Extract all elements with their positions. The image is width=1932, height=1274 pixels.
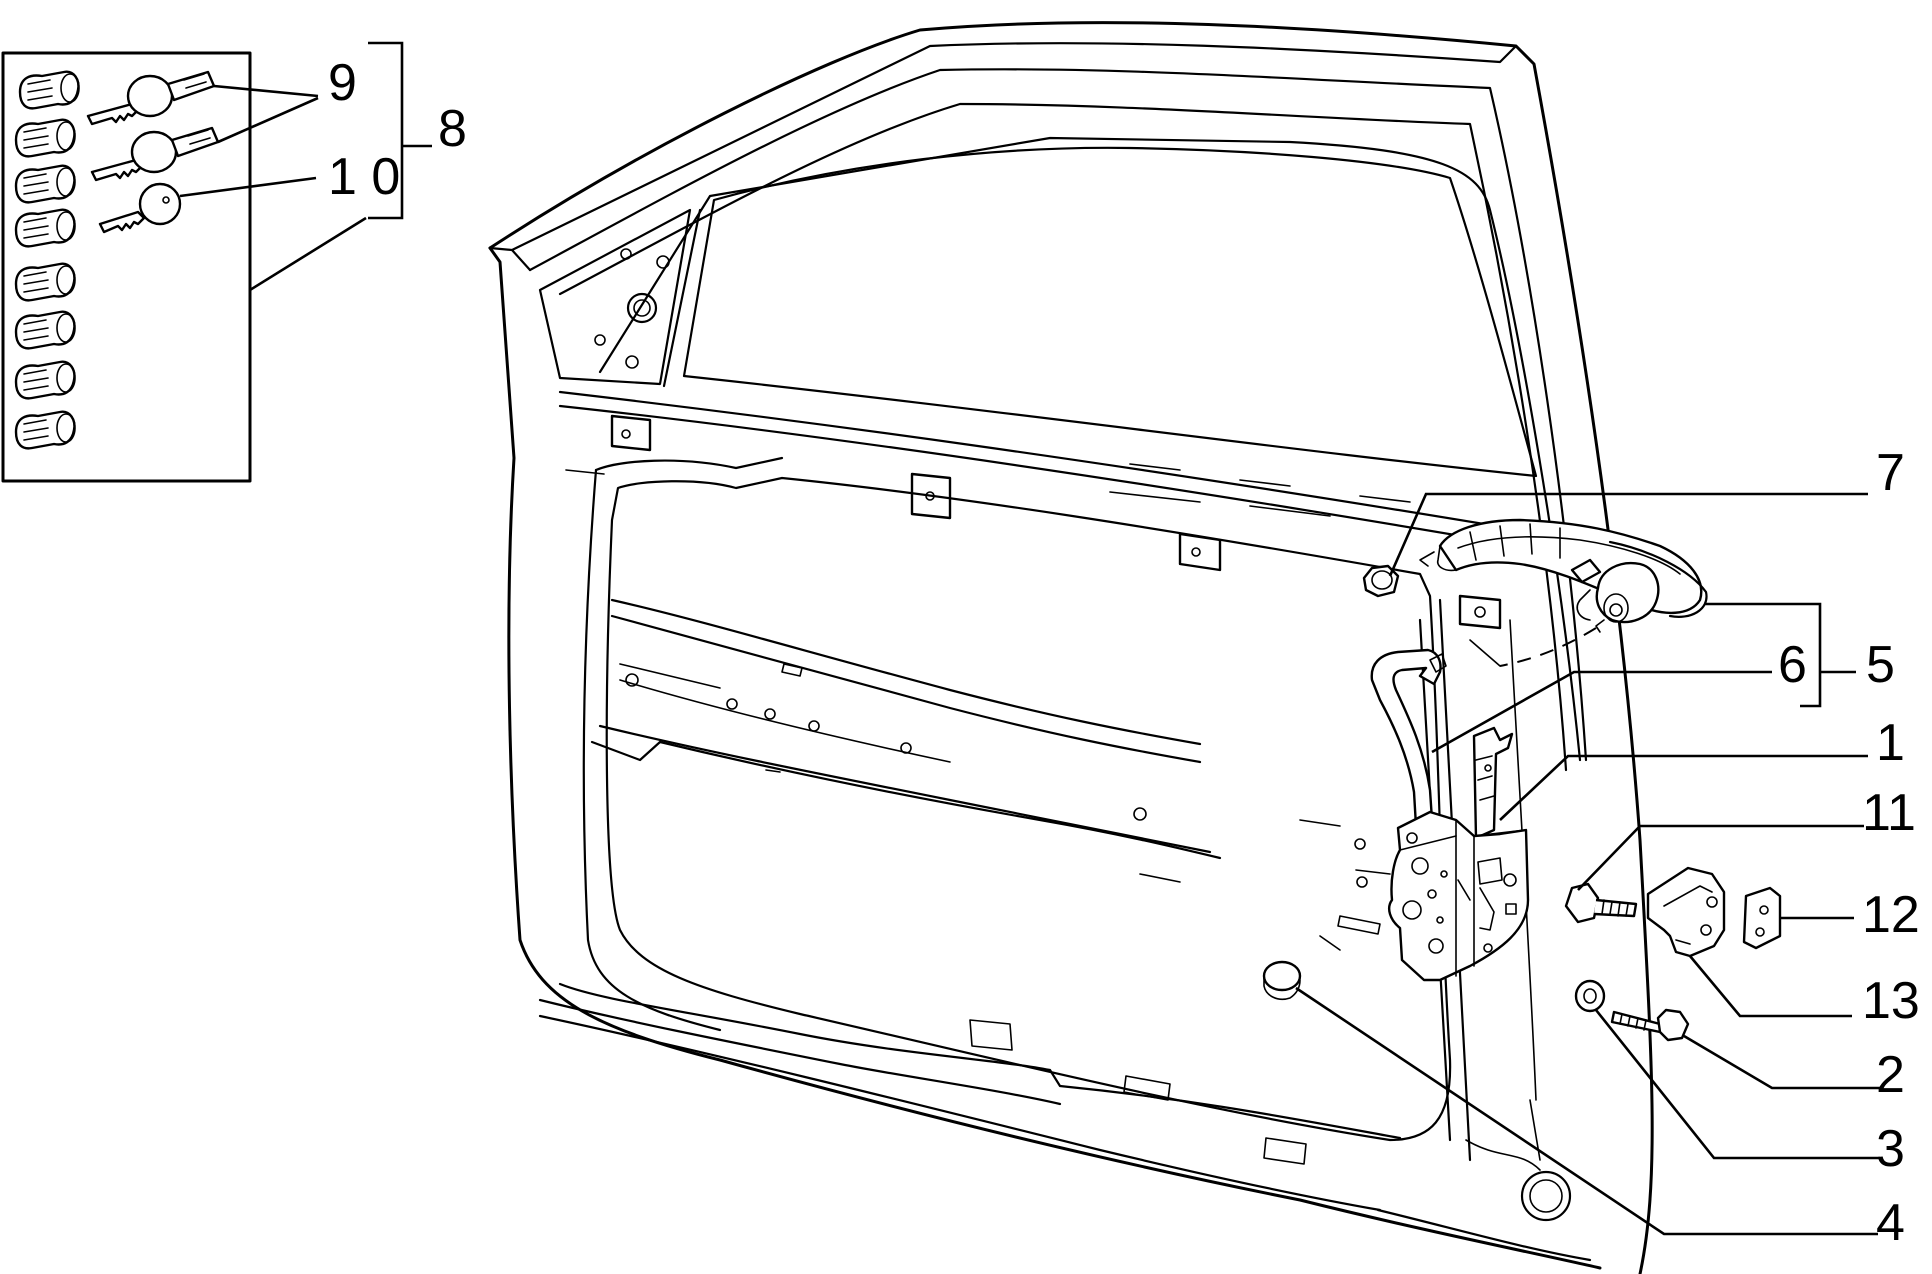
exterior-door-handle-icon <box>1419 518 1708 633</box>
door-lock-latch-icon <box>1388 726 1530 982</box>
lock-cylinder-kit-icon <box>1 51 252 483</box>
assembly-axis-line <box>1469 639 1501 667</box>
door-striker-icon <box>1646 866 1726 958</box>
key-icon <box>98 182 182 234</box>
callout-5: 5 <box>1866 636 1895 694</box>
control-rod-icon <box>1370 648 1447 828</box>
callout-11: 11 <box>1862 784 1916 842</box>
plug-button-icon <box>1262 960 1302 1001</box>
callout-labels: 9 8 1 0 7 6 5 1 11 12 13 2 3 4 <box>328 54 1920 1252</box>
key-with-tag-icon <box>86 70 216 126</box>
callout-13: 13 <box>1862 972 1920 1030</box>
callout-8: 8 <box>438 100 467 158</box>
key-with-tag-icon <box>90 126 220 182</box>
callout-6: 6 <box>1778 636 1807 694</box>
callout-9: 9 <box>328 54 357 112</box>
assembly-axis-line <box>1499 627 1597 667</box>
lock-cylinder-icon-group <box>14 70 80 450</box>
callout-leaders <box>1295 492 1880 1236</box>
hex-bolt-icon <box>1564 882 1638 924</box>
nut-icon <box>1362 564 1400 598</box>
callout-2: 2 <box>1876 1046 1905 1104</box>
inset-leaders <box>179 41 432 292</box>
callout-3: 3 <box>1876 1120 1905 1178</box>
callout-4: 4 <box>1876 1194 1905 1252</box>
shim-plate-icon <box>1742 886 1782 950</box>
callout-12: 12 <box>1862 886 1920 944</box>
front-door-shell-icon <box>488 21 1654 1274</box>
callout-7: 7 <box>1876 444 1905 502</box>
screw-icon <box>1610 1008 1690 1042</box>
callout-1: 1 <box>1876 714 1905 772</box>
callout-10: 1 0 <box>328 148 400 206</box>
washer-icon <box>1574 979 1606 1013</box>
